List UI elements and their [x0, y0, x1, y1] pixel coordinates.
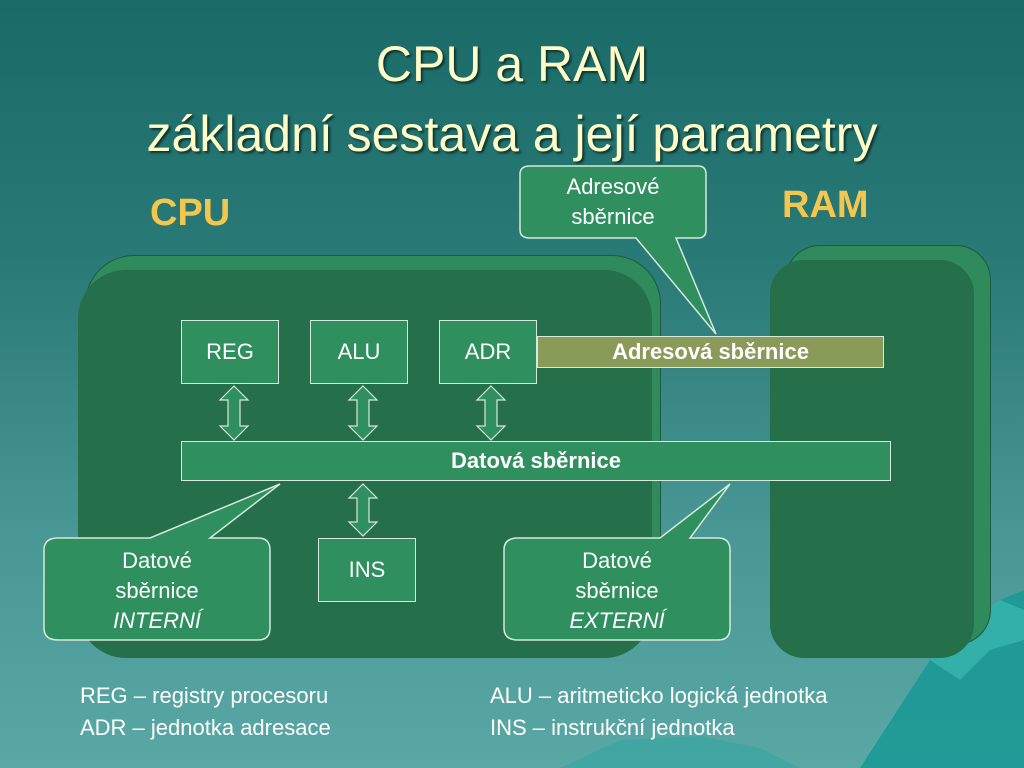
cpu-label: CPU: [150, 192, 231, 234]
legend-item-adr: ADR – jednotka adresace: [80, 715, 331, 740]
internal-callout-bubble: [43, 483, 281, 641]
address-callout: Adresové sběrnice: [520, 168, 706, 236]
slide-title: CPU a RAM: [375, 36, 649, 92]
ram-label: RAM: [782, 184, 869, 226]
reg-unit: REG: [181, 320, 279, 384]
arrow-adr: [475, 385, 507, 441]
arrow-alu: [347, 385, 379, 441]
arrow-ins: [347, 483, 379, 537]
address-callout-bubble: [519, 165, 717, 335]
adr-unit: ADR: [439, 320, 537, 384]
address-callout-line1: Adresové: [566, 174, 660, 199]
internal-callout-line1: Datové: [122, 548, 192, 573]
alu-unit: ALU: [310, 320, 408, 384]
external-callout-line1: Datové: [582, 548, 652, 573]
legend-right: ALU – aritmeticko logická jednotka INS –…: [490, 680, 1010, 744]
internal-callout-line3: INTERNÍ: [113, 608, 201, 633]
external-callout: Datové sběrnice EXTERNÍ: [504, 546, 730, 636]
address-bus: Adresová sběrnice: [537, 336, 884, 368]
internal-callout-line2: sběrnice: [115, 578, 199, 603]
external-callout-line2: sběrnice: [575, 578, 659, 603]
data-bus: Datová sběrnice: [181, 441, 891, 481]
arrow-reg: [218, 385, 250, 441]
legend-left: REG – registry procesoru ADR – jednotka …: [80, 680, 480, 744]
ins-unit: INS: [318, 538, 416, 602]
internal-callout: Datové sběrnice INTERNÍ: [44, 546, 270, 636]
external-callout-line3: EXTERNÍ: [569, 608, 665, 633]
legend-item-ins: INS – instrukční jednotka: [490, 715, 735, 740]
legend-item-reg: REG – registry procesoru: [80, 683, 329, 708]
external-callout-bubble: [503, 483, 731, 641]
slide-subtitle: základní sestava a její parametry: [146, 106, 878, 162]
address-callout-line2: sběrnice: [571, 204, 655, 229]
legend-item-alu: ALU – aritmeticko logická jednotka: [490, 683, 828, 708]
